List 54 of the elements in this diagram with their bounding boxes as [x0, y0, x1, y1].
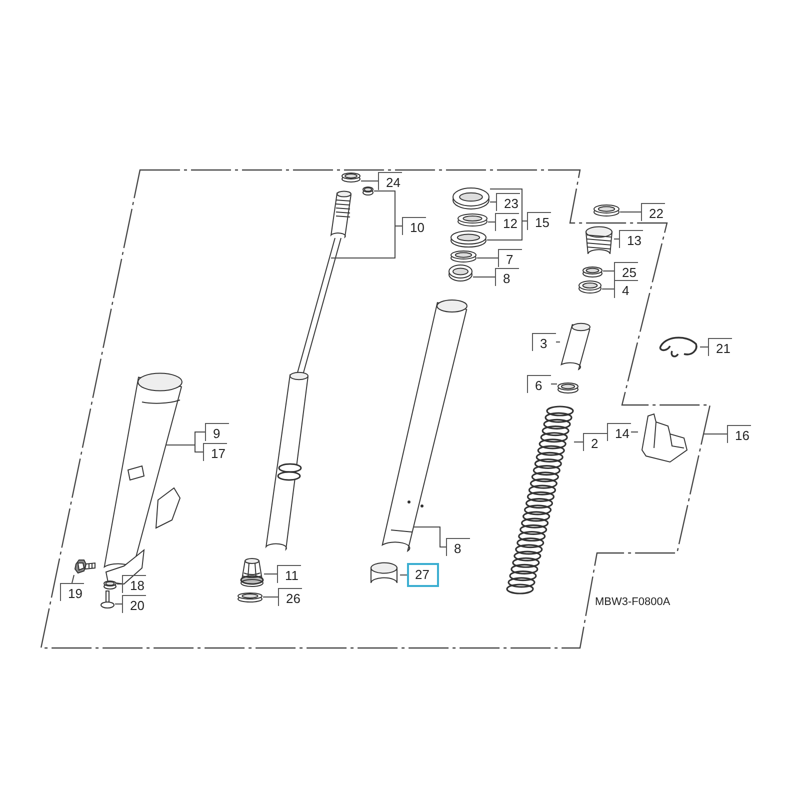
leader-line [262, 596, 278, 598]
washer-drawing [237, 592, 263, 603]
oil-seal-drawing [452, 187, 490, 210]
callout-number: 8 [446, 538, 470, 556]
leader-line [472, 276, 496, 278]
callout-number: 3 [532, 333, 556, 351]
washer-drawing [557, 382, 579, 394]
callout-number: 7 [498, 249, 522, 267]
ring-drawing [457, 213, 488, 227]
washer-drawing [103, 580, 117, 590]
leader-line [614, 238, 620, 240]
o-ring-drawing [362, 186, 374, 196]
nut-drawing [578, 280, 602, 294]
callout-number: 2 [583, 433, 607, 451]
callout-number: 17 [203, 443, 227, 461]
seal-drawing [450, 250, 477, 263]
callout-number: 12 [495, 213, 519, 231]
callout-number: 20 [122, 595, 146, 613]
washer-drawing [341, 172, 361, 183]
oil-lock-piece-drawing [240, 557, 264, 588]
drawing-code: MBW3-F0800A [595, 596, 670, 608]
callout-number: 8 [495, 268, 519, 286]
callout-number: 19 [60, 583, 84, 601]
dust-seal-drawing [448, 264, 473, 282]
bolt-drawing [100, 590, 115, 609]
callout-number: 11 [277, 565, 301, 583]
callout-number: 15 [527, 212, 551, 230]
callout-number: 25 [614, 262, 638, 280]
callout-number: 26 [278, 588, 302, 606]
callout-number: 6 [527, 375, 551, 393]
leader-line [700, 346, 708, 348]
callout-number: 24 [378, 172, 402, 190]
o-ring-drawing [593, 204, 620, 217]
callout-number: 13 [619, 230, 643, 248]
leader-line [486, 220, 528, 240]
callout-number: 10 [402, 217, 426, 235]
callout-number: 4 [614, 280, 638, 298]
seal-ring-drawing [450, 230, 487, 248]
callout-number: 14 [607, 423, 631, 441]
leader-line [360, 180, 378, 182]
bolt-drawing [74, 559, 96, 575]
callout-number: 23 [496, 193, 520, 211]
o-ring-drawing [582, 266, 603, 278]
callout-number: 27 [407, 563, 439, 587]
leader-line [412, 526, 446, 548]
leader-line [602, 288, 614, 290]
callout-number: 21 [708, 338, 732, 356]
leader-line [400, 574, 408, 576]
callout-number: 18 [122, 575, 146, 593]
callout-number: 22 [641, 203, 665, 221]
leader-line [602, 270, 614, 272]
leader-line [72, 574, 74, 584]
callout-number: 16 [727, 425, 751, 443]
callout-number: 9 [205, 423, 229, 441]
